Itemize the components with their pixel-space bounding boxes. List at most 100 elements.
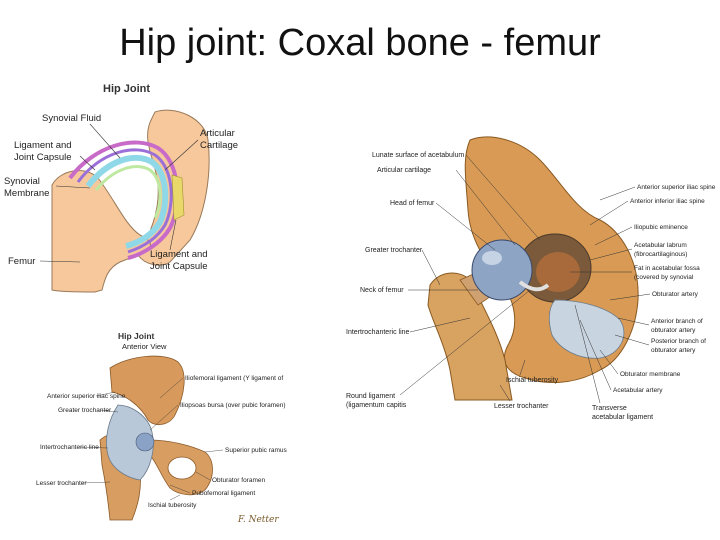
op-label-intertroch: Intertrochanteric line: [346, 329, 410, 336]
op-label-asis: Anterior superior iliac spine: [637, 184, 716, 191]
anterior-title: Hip Joint: [118, 331, 155, 341]
ant-label-6: Lesser trochanter: [36, 480, 87, 487]
ant-leader-10: [170, 485, 190, 493]
op-label-ant-branch-2: obturator artery: [651, 327, 696, 334]
op-label-fat-2: (covered by synovial: [634, 274, 694, 281]
obturator-foramen: [168, 457, 196, 479]
ant-label-7: Iliopsoas bursa (over pubic foramen): [180, 402, 286, 409]
op-label-post-branch-2: obturator artery: [651, 347, 696, 354]
op-leader-obturator-membrane: [600, 350, 618, 374]
leader-femur: [40, 261, 80, 262]
ant-label-9: Obturator foramen: [212, 477, 265, 484]
op-leader-intertroch: [410, 318, 470, 332]
ant-label-11: Ischial tuberosity: [148, 502, 197, 509]
op-leader-obturator-artery: [610, 294, 650, 300]
op-label-transverse-1: Transverse: [592, 405, 627, 412]
op-label-obturator-artery: Obturator artery: [652, 291, 699, 298]
op-label-lunate: Lunate surface of acetabulum: [372, 152, 464, 159]
label-synovial-fluid: Synovial Fluid: [42, 113, 101, 124]
acetabular-fossa: [536, 252, 580, 292]
op-label-round-1: Round ligament: [346, 393, 395, 400]
label-articular-2: Cartilage: [200, 140, 238, 151]
articular-cartilage-layer: [96, 167, 160, 218]
ant-leader-2: [96, 392, 115, 396]
label-lig-bottom-2: Joint Capsule: [150, 261, 208, 272]
ant-label-5: Intertrochanteric line: [40, 444, 99, 451]
anterior-pubis: [150, 440, 213, 495]
anterior-ilium: [110, 356, 184, 425]
ant-leader-6: [82, 482, 110, 483]
capsule-outer: [70, 142, 177, 258]
op-leader-head: [436, 203, 495, 250]
ant-leader-11: [170, 495, 180, 500]
ant-label-8: Superior pubic ramus: [225, 447, 288, 454]
op-label-ischial: Ischial tuberosity: [506, 377, 559, 384]
leader-synovial-membrane: [56, 186, 90, 188]
ant-label-3: Greater trochanter: [58, 407, 112, 414]
round-ligament: [520, 282, 548, 289]
opened-right-labels: Anterior superior iliac spine Anterior i…: [570, 184, 716, 394]
leader-lig-bottom: [170, 220, 176, 250]
label-ligament-capsule-2: Joint Capsule: [14, 152, 72, 163]
ligament-band: [172, 175, 184, 220]
anterior-femur: [100, 433, 141, 521]
op-leader-acetabular-artery: [580, 320, 611, 390]
leader-synovial-fluid: [90, 124, 120, 158]
op-label-labrum-2: (fibrocartilaginous): [634, 251, 687, 258]
label-lig-bottom-1: Ligament and: [150, 249, 208, 260]
femur-shape: [52, 171, 150, 292]
op-label-labrum-1: Acetabular labrum: [634, 242, 687, 249]
op-label-aiis: Anterior inferior iliac spine: [630, 198, 705, 205]
femur-neck: [460, 262, 515, 305]
obturator-membrane: [549, 300, 624, 358]
label-ligament-capsule-1: Ligament and: [14, 140, 72, 151]
netter-signature: F. Netter: [237, 515, 279, 525]
femoral-head-highlight: [482, 251, 502, 265]
opened-pelvis: [465, 137, 638, 383]
leader-articular: [165, 140, 198, 170]
op-leader-ischial: [520, 360, 525, 375]
ant-leader-8: [205, 450, 223, 452]
op-leader-round: [400, 290, 530, 395]
op-leader-articular: [456, 170, 515, 245]
op-label-articular: Articular cartilage: [377, 167, 431, 174]
slide-title: Hip joint: Coxal bone - femur: [0, 22, 720, 65]
op-leader-transverse: [575, 305, 600, 403]
op-label-ant-branch-1: Anterior branch of: [651, 318, 703, 325]
femoral-head: [472, 240, 532, 300]
label-synovial-membrane-2: Membrane: [4, 188, 49, 199]
synovial-fluid-layer: [88, 158, 165, 246]
anterior-ligament: [106, 405, 153, 480]
op-leader-labrum: [590, 249, 632, 260]
op-label-round-2: (ligamentum capitis: [346, 402, 407, 409]
op-label-neck: Neck of femur: [360, 287, 404, 294]
op-leader-iliopubic: [595, 227, 632, 245]
acetabulum: [519, 234, 591, 302]
op-label-lesser: Lesser trochanter: [494, 403, 549, 410]
anterior-femoral-head: [136, 433, 154, 451]
ant-label-1: Iliofemoral ligament (Y ligament of: [185, 375, 283, 382]
label-synovial-membrane-1: Synovial: [4, 176, 40, 187]
label-articular-1: Articular: [200, 128, 235, 139]
ant-leader-9: [196, 472, 210, 480]
ant-label-2: Anterior superior iliac spine: [47, 393, 126, 400]
schematic-title: Hip Joint: [103, 83, 150, 95]
op-leader-asis: [600, 187, 635, 200]
op-label-transverse-2: acetabular ligament: [592, 414, 653, 421]
op-label-greater: Greater trochanter: [365, 247, 423, 254]
op-label-fat-1: Fat in acetabular fossa: [634, 265, 700, 272]
op-label-post-branch-1: Posterior branch of: [651, 338, 706, 345]
ant-leader-1: [160, 378, 183, 398]
opened-left-labels: Lunate surface of acetabulum Articular c…: [346, 152, 540, 409]
op-leader-greater: [422, 250, 440, 285]
op-leader-lesser: [500, 385, 510, 401]
pelvis-shape: [138, 110, 209, 265]
op-label-obturator-membrane: Obturator membrane: [620, 371, 681, 378]
opened-bottom-labels: Ischial tuberosity Lesser trochanter Tra…: [494, 305, 653, 421]
ant-label-10: Pubofemoral ligament: [192, 490, 255, 497]
opened-femur: [428, 273, 512, 400]
ant-leader-5: [78, 447, 108, 448]
